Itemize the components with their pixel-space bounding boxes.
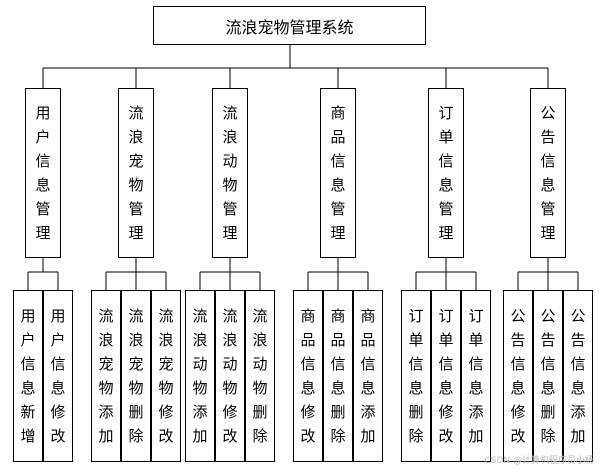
module-node: 流浪动物管理 xyxy=(212,88,248,258)
function-node: 用户信息新增 xyxy=(13,290,43,462)
module-node: 订单信息管理 xyxy=(428,88,464,258)
function-node: 流浪动物修改 xyxy=(215,290,245,462)
function-node: 流浪动物添加 xyxy=(185,290,215,462)
function-node: 流浪宠物删除 xyxy=(121,290,151,462)
watermark: CSDN @计算机程序员小杨 xyxy=(484,456,594,466)
function-node: 流浪宠物添加 xyxy=(91,290,121,462)
function-node: 公告信息删除 xyxy=(533,290,563,462)
function-node: 用户信息修改 xyxy=(43,290,73,462)
function-node: 公告信息添加 xyxy=(563,290,593,462)
function-node: 公告信息修改 xyxy=(503,290,533,462)
function-node: 商品信息修改 xyxy=(293,290,323,462)
module-node: 公告信息管理 xyxy=(530,88,566,258)
root-node-label: 流浪宠物管理系统 xyxy=(225,17,354,37)
root-node: 流浪宠物管理系统 xyxy=(153,6,426,45)
function-node: 订单信息删除 xyxy=(401,290,431,462)
function-node: 流浪宠物修改 xyxy=(151,290,181,462)
module-node: 用户信息管理 xyxy=(25,88,61,258)
module-node: 商品信息管理 xyxy=(320,88,356,258)
function-node: 订单信息添加 xyxy=(461,290,491,462)
function-node: 商品信息删除 xyxy=(323,290,353,462)
module-node: 流浪宠物管理 xyxy=(118,88,154,258)
function-node: 订单信息修改 xyxy=(431,290,461,462)
function-node: 商品信息添加 xyxy=(353,290,383,462)
function-node: 流浪动物删除 xyxy=(245,290,275,462)
